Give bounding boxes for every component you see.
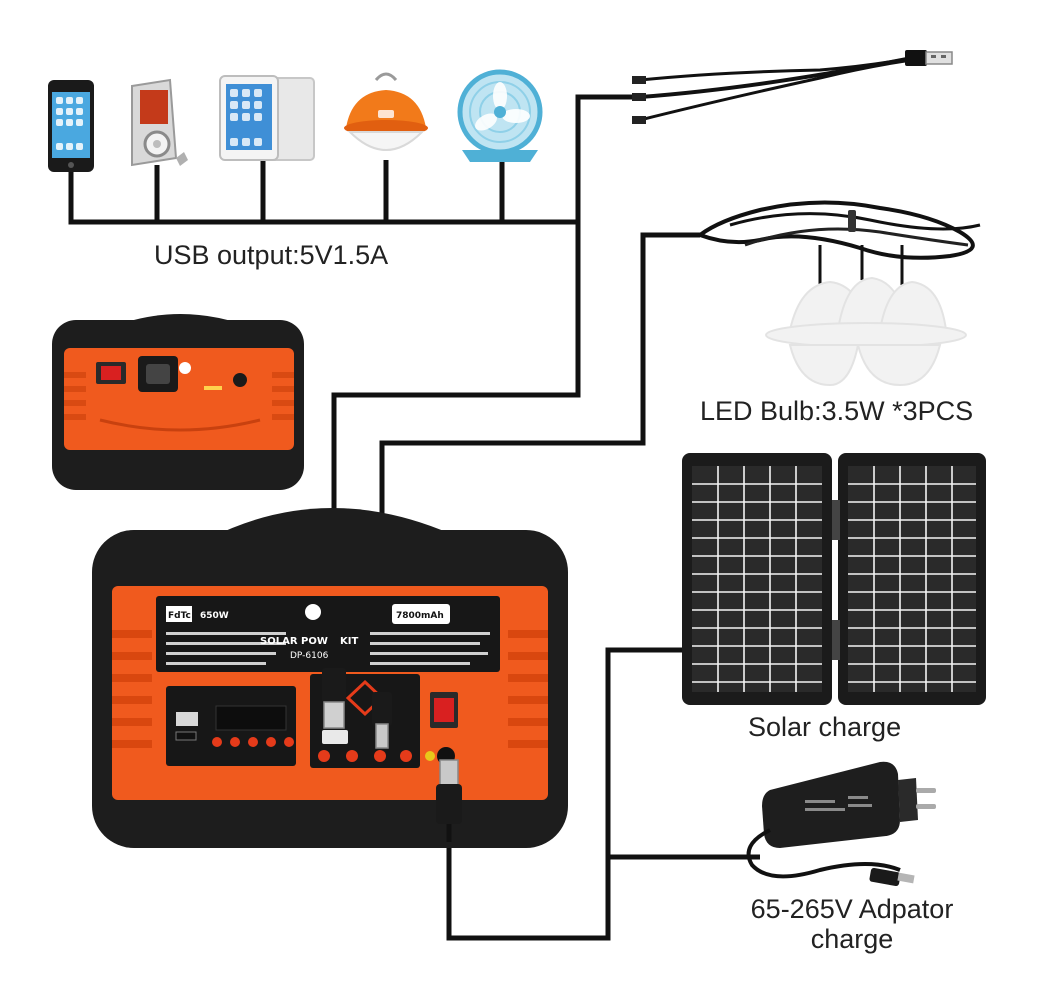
usb-output-label: USB output:5V1.5A — [154, 240, 389, 270]
led-bulb-label: LED Bulb:3.5W *3PCS — [700, 396, 974, 426]
brand-badge: FdTc — [168, 611, 191, 621]
smartphone-icon — [48, 80, 94, 172]
usb-splitter-cable-icon — [632, 50, 953, 124]
product-title: SOLAR POW — [260, 636, 328, 647]
usb-plug-icon — [322, 668, 346, 729]
adapter-label-line1: 65-265V Adpator — [750, 894, 954, 924]
solar-panel-icon — [682, 453, 986, 705]
dc-input-plug-icon — [436, 759, 462, 842]
mp3-player-icon — [131, 78, 188, 167]
power-station-back-view — [52, 314, 304, 490]
product-title-b: KIT — [340, 636, 358, 647]
adapter-label-line2: charge — [810, 924, 894, 954]
solar-charge-label: Solar charge — [748, 712, 902, 742]
battery-capacity: 7800mAh — [396, 611, 444, 621]
wall-adapter-icon — [746, 761, 936, 887]
lantern-icon — [344, 72, 428, 151]
tablet-icon — [219, 75, 315, 161]
led-bulbs-icon — [698, 200, 981, 387]
product-model: DP-6106 — [290, 651, 329, 661]
desk-fan-icon — [457, 69, 543, 162]
dc-plug-icon — [372, 692, 392, 749]
power-rating: 650W — [200, 611, 229, 621]
